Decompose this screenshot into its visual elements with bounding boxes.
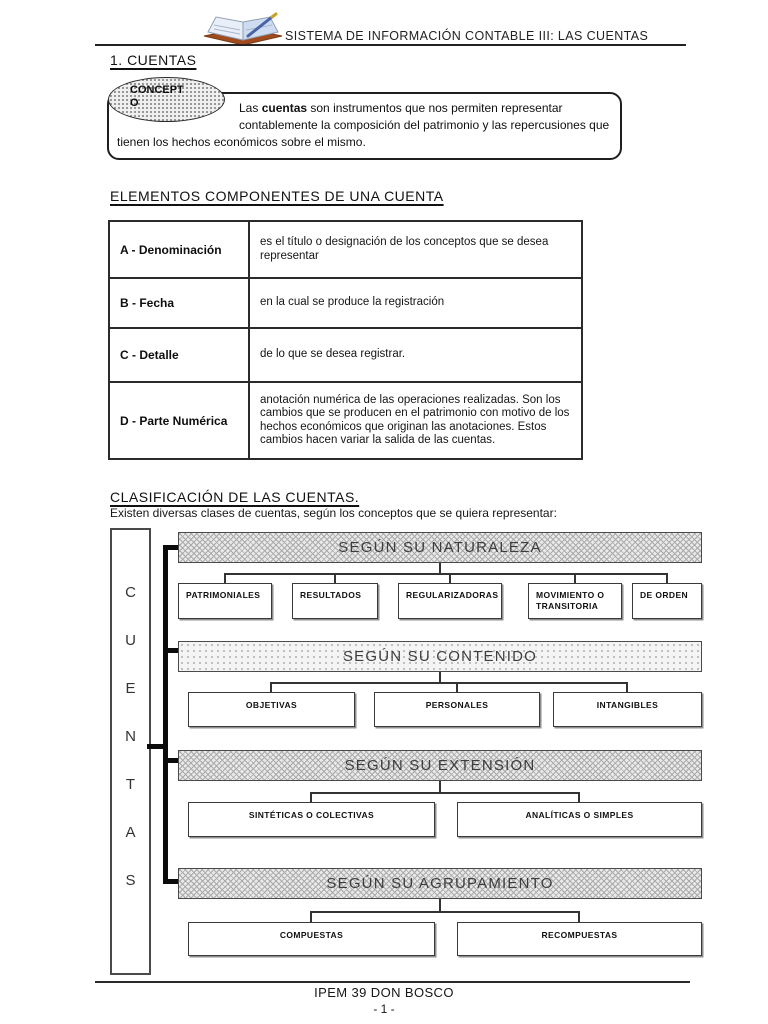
element-description: es el título o designación de los concep… bbox=[248, 220, 583, 279]
class-item-compuestas: COMPUESTAS bbox=[188, 922, 435, 956]
table-row: B - Fecha en la cual se produce la regis… bbox=[108, 277, 583, 329]
table-row: C - Detalle de lo que se desea registrar… bbox=[108, 327, 583, 383]
header-divider bbox=[95, 44, 686, 46]
element-description: de lo que se desea registrar. bbox=[248, 327, 583, 383]
branch-line-naturaleza bbox=[163, 545, 179, 550]
element-label: D - Parte Numérica bbox=[108, 381, 250, 460]
connector-line bbox=[225, 573, 668, 575]
class-item-objetivas: OBJETIVAS bbox=[188, 692, 355, 727]
connector-line bbox=[578, 911, 580, 922]
connector-line bbox=[574, 573, 576, 584]
group-header-agrupamiento: SEGÚN SU AGRUPAMIENTO bbox=[178, 868, 702, 899]
class-item-personales: PERSONALES bbox=[374, 692, 540, 727]
footer-divider bbox=[95, 981, 690, 983]
connector-line bbox=[311, 792, 580, 794]
connector-line bbox=[311, 911, 580, 913]
element-label: C - Detalle bbox=[108, 327, 250, 383]
class-item-regularizadoras: REGULARIZADORAS bbox=[398, 583, 502, 619]
connector-line bbox=[439, 672, 441, 682]
branch-line-extension bbox=[163, 758, 179, 763]
connector-line bbox=[271, 682, 628, 684]
connector-line bbox=[449, 573, 451, 584]
table-row: A - Denominación es el título o designac… bbox=[108, 220, 583, 279]
footer-institution: IPEM 39 DON BOSCO bbox=[314, 985, 454, 1000]
connector-line bbox=[270, 682, 272, 693]
class-item-sinteticas-o-colectivas: SINTÉTICAS O COLECTIVAS bbox=[188, 802, 435, 837]
section-heading-elementos: ELEMENTOS COMPONENTES DE UNA CUENTA bbox=[110, 188, 444, 204]
concept-callout-box: Las cuentas son instrumentos que nos per… bbox=[107, 92, 622, 160]
class-item-movimiento-o-transitoria: MOVIMIENTO O TRANSITORIA bbox=[528, 583, 622, 619]
section-heading-cuentas: 1. CUENTAS bbox=[110, 52, 197, 68]
diagram-root-cuentas: C U E N T A S bbox=[110, 528, 151, 975]
class-item-analiticas-o-simples: ANALÍTICAS O SIMPLES bbox=[457, 802, 702, 837]
group-header-naturaleza: SEGÚN SU NATURALEZA bbox=[178, 532, 702, 563]
connector-line bbox=[439, 899, 441, 911]
group-header-extension: SEGÚN SU EXTENSIÓN bbox=[178, 750, 702, 781]
connector-line bbox=[666, 573, 668, 584]
connector-line bbox=[310, 911, 312, 922]
connector-line bbox=[456, 682, 458, 693]
connector-line bbox=[334, 573, 336, 584]
document-title: SISTEMA DE INFORMACIÓN CONTABLE III: LAS… bbox=[285, 29, 649, 43]
classification-intro: Existen diversas clases de cuentas, segú… bbox=[110, 506, 557, 520]
footer-page-number: - 1 - bbox=[373, 1002, 395, 1016]
concept-text-lead: Las bbox=[239, 101, 262, 115]
element-label: A - Denominación bbox=[108, 220, 250, 279]
class-item-patrimoniales: PATRIMONIALES bbox=[178, 583, 272, 619]
concept-bubble: CONCEPT O bbox=[108, 77, 225, 122]
connector-line bbox=[310, 792, 312, 803]
concept-bubble-label: CONCEPT O bbox=[130, 84, 184, 109]
connector-line bbox=[439, 781, 441, 792]
element-description: anotación numérica de las operaciones re… bbox=[248, 381, 583, 460]
open-book-icon bbox=[203, 12, 283, 46]
branch-line-agrupamiento bbox=[163, 879, 179, 884]
diagram-trunk-line bbox=[163, 545, 168, 884]
concept-text-keyword: cuentas bbox=[261, 101, 308, 115]
class-item-recompuestas: RECOMPUESTAS bbox=[457, 922, 702, 956]
connector-line bbox=[224, 573, 226, 584]
connector-line bbox=[578, 792, 580, 803]
root-connector-line bbox=[147, 744, 168, 749]
element-label: B - Fecha bbox=[108, 277, 250, 329]
concept-text-rest: son instrumentos que nos permiten repres… bbox=[117, 101, 610, 149]
group-header-contenido: SEGÚN SU CONTENIDO bbox=[178, 641, 702, 672]
elements-table: A - Denominación es el título o designac… bbox=[108, 220, 583, 460]
table-row: D - Parte Numérica anotación numérica de… bbox=[108, 381, 583, 460]
branch-line-contenido bbox=[163, 648, 179, 653]
section-heading-clasificacion: CLASIFICACIÓN DE LAS CUENTAS. bbox=[110, 489, 360, 505]
concept-text: Las cuentas son instrumentos que nos per… bbox=[109, 94, 620, 151]
connector-line bbox=[439, 563, 441, 573]
class-item-intangibles: INTANGIBLES bbox=[553, 692, 702, 727]
element-description: en la cual se produce la registración bbox=[248, 277, 583, 329]
class-item-resultados: RESULTADOS bbox=[292, 583, 378, 619]
connector-line bbox=[626, 682, 628, 693]
class-item-de-orden: DE ORDEN bbox=[632, 583, 702, 619]
